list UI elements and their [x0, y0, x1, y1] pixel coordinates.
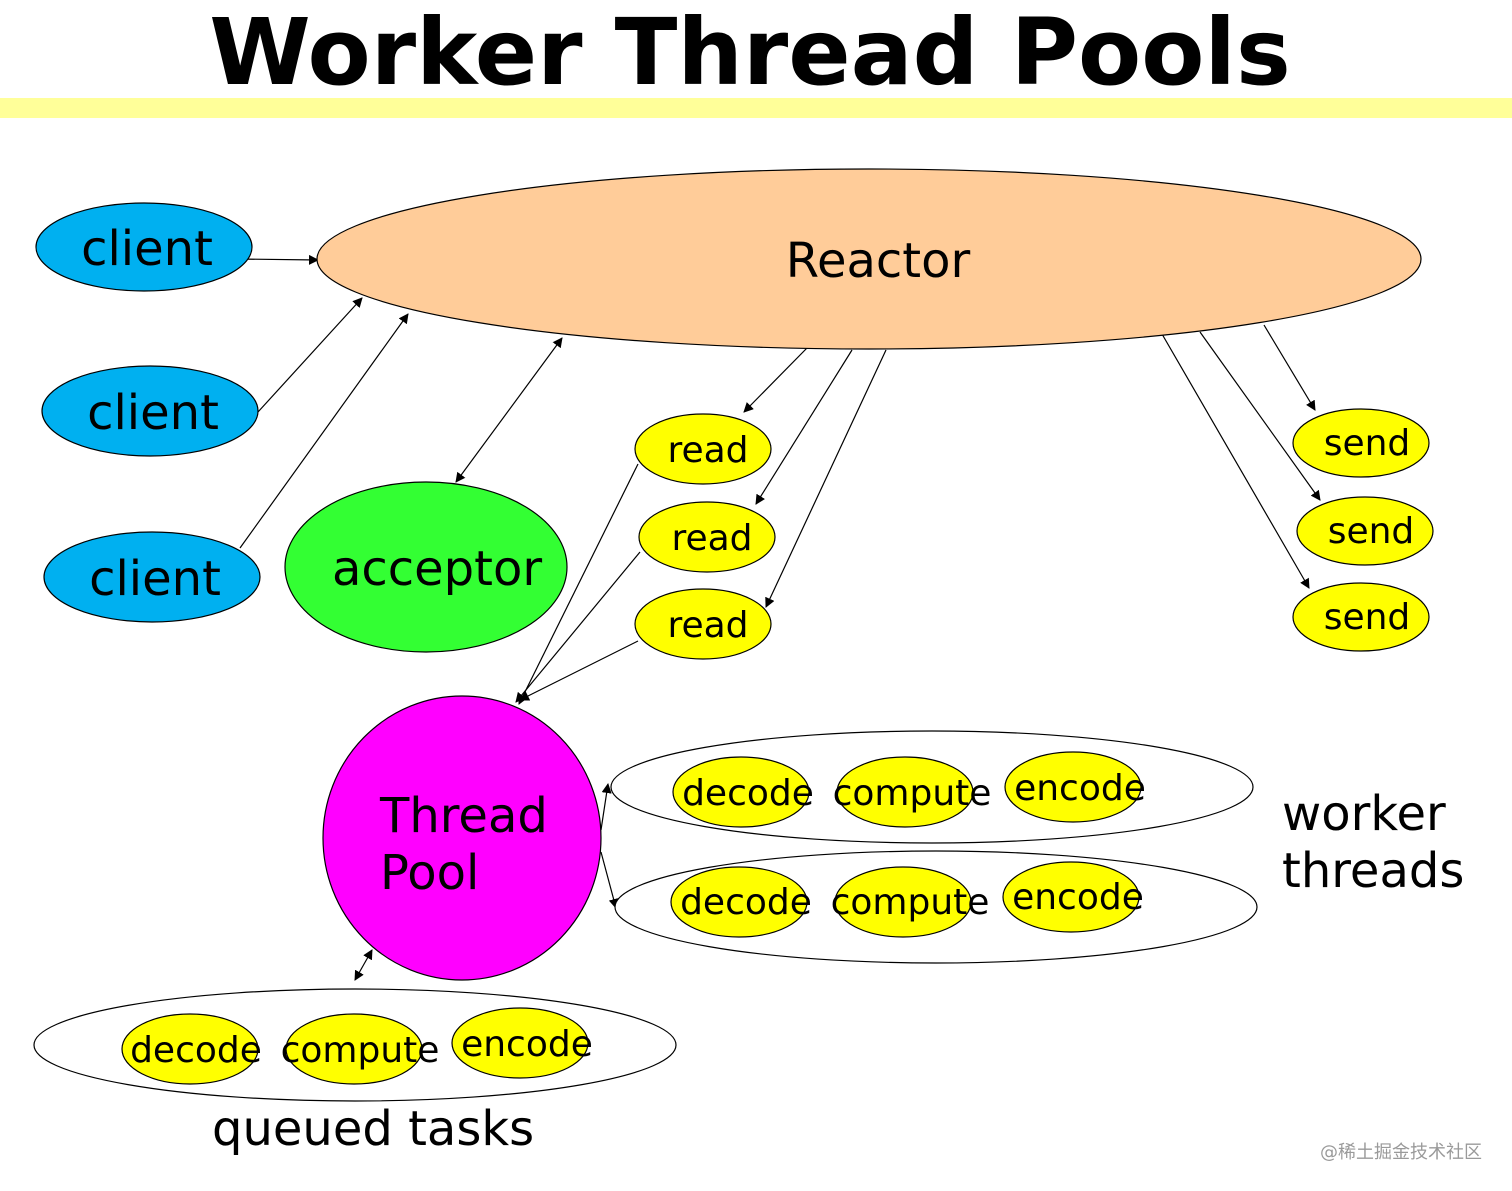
watermark: @稀土掘金技术社区	[1320, 1142, 1482, 1163]
edge-reactor-send1	[1263, 324, 1316, 411]
edge-client2-reactor	[257, 297, 363, 413]
title-bar	[0, 98, 1512, 118]
thread-pool-label-line1: Thread	[379, 788, 548, 844]
queued-encode-label: encode	[461, 1024, 593, 1065]
client-label-1: client	[81, 221, 213, 277]
client-node-3: client	[43, 531, 261, 623]
send-node-1: send	[1292, 408, 1430, 478]
client-node-2: client	[41, 365, 259, 457]
worker-thread-row-2: decode compute encode	[614, 850, 1258, 964]
send-label-3: send	[1324, 597, 1411, 638]
read-node-3: read	[634, 588, 772, 660]
acceptor-node: acceptor	[284, 481, 568, 653]
edge-read2-pool	[515, 551, 641, 703]
edge-reactor-read3	[765, 349, 887, 608]
queued-tasks-label: queued tasks	[212, 1101, 534, 1157]
reactor-node: Reactor	[316, 168, 1422, 350]
send-label-2: send	[1328, 511, 1415, 552]
worker-threads-label-line1: worker	[1282, 786, 1446, 842]
worker-thread-row-1: decode compute encode	[610, 730, 1254, 844]
queued-decode-label: decode	[130, 1030, 262, 1071]
edge-reactor-acceptor	[455, 337, 563, 483]
client-label-3: client	[89, 551, 221, 607]
edge-reactor-read1	[743, 347, 808, 413]
send-node-3: send	[1292, 582, 1430, 652]
thread-pool-label-line2: Pool	[380, 845, 479, 901]
queued-tasks-row: decode compute encode	[33, 988, 677, 1102]
send-label-1: send	[1324, 423, 1411, 464]
read-node-2: read	[638, 501, 776, 573]
send-node-2: send	[1296, 496, 1434, 566]
edge-reactor-read2	[755, 349, 853, 505]
worker1-encode-label: encode	[1014, 768, 1146, 809]
edge-pool-worker2	[600, 851, 619, 909]
edge-client3-reactor	[239, 313, 409, 549]
page-title: Worker Thread Pools	[209, 0, 1290, 106]
read-label-1: read	[667, 430, 748, 471]
worker2-encode-label: encode	[1012, 877, 1144, 918]
worker2-decode-label: decode	[680, 882, 812, 923]
client-node-1: client	[35, 202, 253, 292]
read-node-1: read	[634, 413, 772, 485]
edge-client1-reactor	[237, 254, 319, 265]
edge-reactor-send3	[1161, 333, 1310, 589]
reactor-label: Reactor	[786, 233, 971, 289]
worker2-compute-label: compute	[831, 882, 990, 923]
acceptor-label: acceptor	[332, 541, 542, 597]
read-label-3: read	[667, 605, 748, 646]
edge-reactor-send2	[1199, 331, 1321, 501]
worker1-decode-label: decode	[682, 773, 814, 814]
edge-read1-pool	[518, 463, 639, 705]
queued-compute-label: compute	[281, 1030, 440, 1071]
edge-pool-queue	[354, 949, 373, 981]
thread-pool-node: Thread Pool	[322, 695, 602, 981]
edge-read3-pool	[519, 640, 639, 701]
client-label-2: client	[87, 385, 219, 441]
read-label-2: read	[671, 518, 752, 559]
worker-threads-label-line2: threads	[1282, 843, 1464, 899]
edge-pool-worker1	[600, 783, 612, 831]
edges	[237, 254, 1321, 981]
worker1-compute-label: compute	[833, 773, 992, 814]
